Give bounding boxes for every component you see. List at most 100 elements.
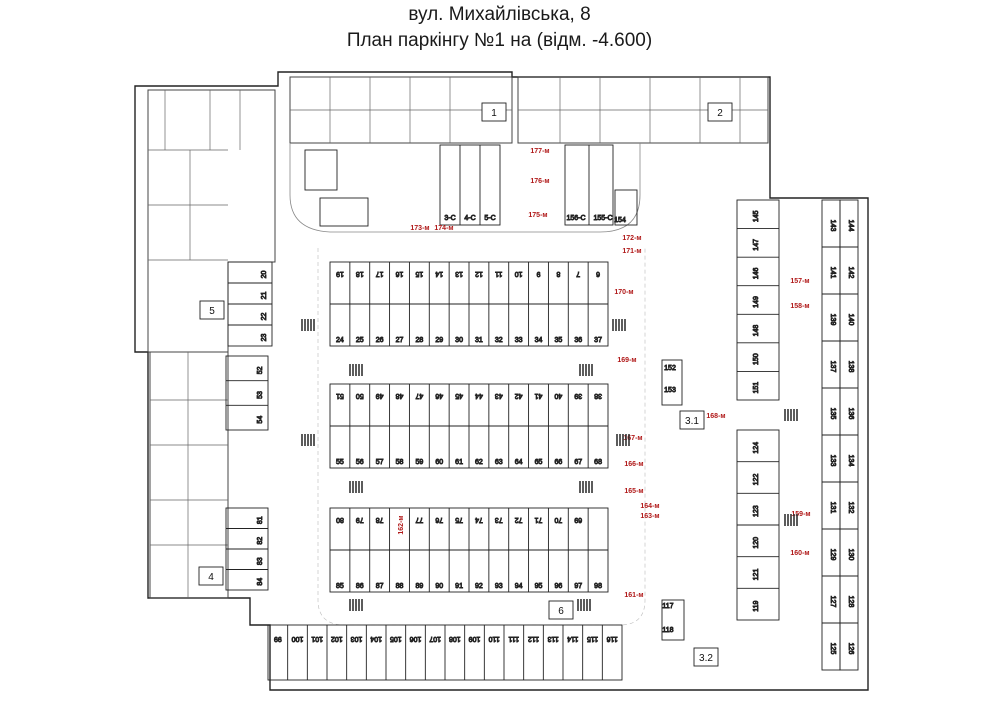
parking-space[interactable] <box>347 625 367 680</box>
parking-space[interactable] <box>568 508 588 550</box>
stairwell-number: 3.2 <box>699 653 713 664</box>
space-number: 111 <box>508 635 519 642</box>
space-number: 69 <box>574 516 582 523</box>
parking-space[interactable] <box>390 384 410 426</box>
parking-space[interactable] <box>406 625 426 680</box>
space-number: 57 <box>376 459 384 466</box>
parking-space[interactable] <box>449 262 469 304</box>
space-number: 80 <box>336 516 344 523</box>
space-number: 31 <box>475 337 483 344</box>
space-number: 127 <box>829 596 836 608</box>
parking-space[interactable] <box>350 262 370 304</box>
parking-space[interactable] <box>370 508 390 550</box>
parking-space[interactable] <box>469 384 489 426</box>
parking-space[interactable] <box>568 384 588 426</box>
parking-space[interactable] <box>268 625 288 680</box>
parking-space[interactable] <box>465 625 485 680</box>
parking-space[interactable] <box>548 508 568 550</box>
space-number: 76 <box>435 516 443 523</box>
parking-space[interactable] <box>386 625 406 680</box>
parking-space[interactable] <box>509 508 529 550</box>
parking-space[interactable] <box>350 384 370 426</box>
space-number: 140 <box>847 314 854 326</box>
parking-space[interactable] <box>489 508 509 550</box>
parking-space[interactable] <box>529 508 549 550</box>
storage-marker: 162-м <box>398 515 405 534</box>
parking-space[interactable] <box>509 262 529 304</box>
parking-space[interactable] <box>484 625 504 680</box>
parking-space[interactable] <box>588 384 608 426</box>
parking-space[interactable] <box>409 384 429 426</box>
space-number: 156-C <box>566 215 585 222</box>
space-number: 107 <box>429 635 441 642</box>
parking-space[interactable] <box>390 262 410 304</box>
parking-space[interactable] <box>524 625 544 680</box>
parking-space[interactable] <box>588 262 608 304</box>
parking-space[interactable] <box>489 384 509 426</box>
parking-space[interactable] <box>602 625 622 680</box>
parking-space[interactable] <box>409 508 429 550</box>
parking-space[interactable] <box>429 508 449 550</box>
parking-space[interactable] <box>370 262 390 304</box>
parking-space[interactable] <box>568 262 588 304</box>
space-number: 68 <box>594 459 602 466</box>
parking-space[interactable] <box>425 625 445 680</box>
space-number: 56 <box>356 459 364 466</box>
parking-space[interactable] <box>445 625 465 680</box>
stairwell-box <box>693 647 719 667</box>
parking-space[interactable] <box>327 625 347 680</box>
parking-space[interactable] <box>366 625 386 680</box>
parking-space[interactable] <box>509 384 529 426</box>
space-number: 88 <box>396 583 404 590</box>
space-number: 152 <box>664 365 676 372</box>
space-number: 102 <box>331 635 343 642</box>
space-number: 92 <box>475 583 483 590</box>
space-number: 14 <box>435 270 443 277</box>
space-number: 150 <box>753 353 760 365</box>
storage-marker: 157-м <box>790 278 809 285</box>
parking-space[interactable] <box>330 384 350 426</box>
space-number: 108 <box>449 635 461 642</box>
parking-space[interactable] <box>489 262 509 304</box>
space-number: 53 <box>257 391 264 399</box>
parking-space[interactable] <box>307 625 327 680</box>
parking-space[interactable] <box>529 262 549 304</box>
parking-space[interactable] <box>548 262 568 304</box>
space-number: 42 <box>515 392 523 399</box>
parking-space[interactable] <box>288 625 308 680</box>
room-block-top-center <box>289 76 513 144</box>
parking-space[interactable] <box>429 262 449 304</box>
parking-space[interactable] <box>330 508 350 550</box>
space-number: 74 <box>475 516 483 523</box>
space-number: 12 <box>475 270 483 277</box>
storage-marker: 171-м <box>622 248 641 255</box>
parking-space[interactable] <box>469 508 489 550</box>
parking-space[interactable] <box>429 384 449 426</box>
parking-space[interactable] <box>370 384 390 426</box>
space-number: 52 <box>257 366 264 374</box>
parking-space[interactable] <box>504 625 524 680</box>
parking-space[interactable] <box>563 625 583 680</box>
parking-space[interactable] <box>469 262 489 304</box>
parking-space[interactable] <box>449 384 469 426</box>
space-number: 117 <box>662 603 673 610</box>
space-number: 109 <box>469 635 481 642</box>
parking-space[interactable] <box>449 508 469 550</box>
parking-space[interactable] <box>548 384 568 426</box>
space-number: 93 <box>495 583 503 590</box>
space-number: 141 <box>829 267 836 279</box>
space-number: 41 <box>535 392 543 399</box>
space-number: 103 <box>351 635 363 642</box>
parking-space[interactable] <box>529 384 549 426</box>
space-number: 58 <box>396 459 404 466</box>
parking-space[interactable] <box>330 262 350 304</box>
parking-space[interactable] <box>409 262 429 304</box>
parking-space[interactable] <box>583 625 603 680</box>
parking-space[interactable] <box>543 625 563 680</box>
space-number: 3-C <box>444 215 455 222</box>
space-number: 49 <box>376 392 384 399</box>
parking-space[interactable] <box>350 508 370 550</box>
